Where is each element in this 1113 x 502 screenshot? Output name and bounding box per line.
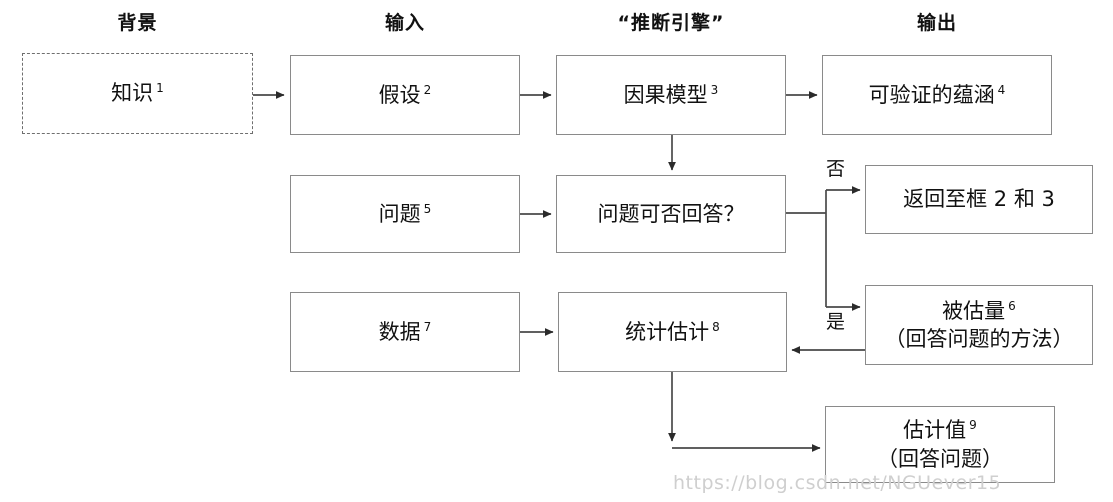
column-header-background: 背景 (117, 12, 158, 34)
node-statistical-estimation-index: 8 (712, 319, 720, 334)
column-header-input: 输入 (384, 12, 425, 34)
branch-label-no: 否 (826, 158, 846, 180)
column-header-output: 输出 (916, 12, 957, 34)
node-question-answerable-text: 问题可否回答？ (597, 201, 745, 226)
node-question-index: 5 (423, 201, 432, 216)
node-estimate-index: 9 (969, 418, 977, 433)
node-estimate-subtext: （回答问题） (877, 446, 1003, 471)
watermark: https://blog.csdn.net/NGUever15 (673, 472, 1002, 494)
node-knowledge-index: 1 (156, 81, 164, 96)
node-hypothesis-index: 2 (423, 82, 432, 97)
node-causal-model-index: 3 (710, 82, 719, 97)
node-testable-implications-index: 4 (997, 82, 1006, 97)
node-question-answerable[interactable]: 问题可否回答？ (556, 175, 786, 253)
node-estimand-index: 6 (1008, 298, 1016, 313)
node-return-to-boxes-text: 返回至框 2 和 3 (903, 187, 1055, 212)
column-header-inference-engine: “推断引擎” (617, 12, 725, 34)
branch-label-yes: 是 (826, 311, 846, 333)
node-return-to-boxes[interactable]: 返回至框 2 和 3 (865, 165, 1093, 234)
node-data-index: 7 (423, 319, 432, 334)
node-estimand-subtext: （回答问题的方法） (884, 327, 1074, 351)
